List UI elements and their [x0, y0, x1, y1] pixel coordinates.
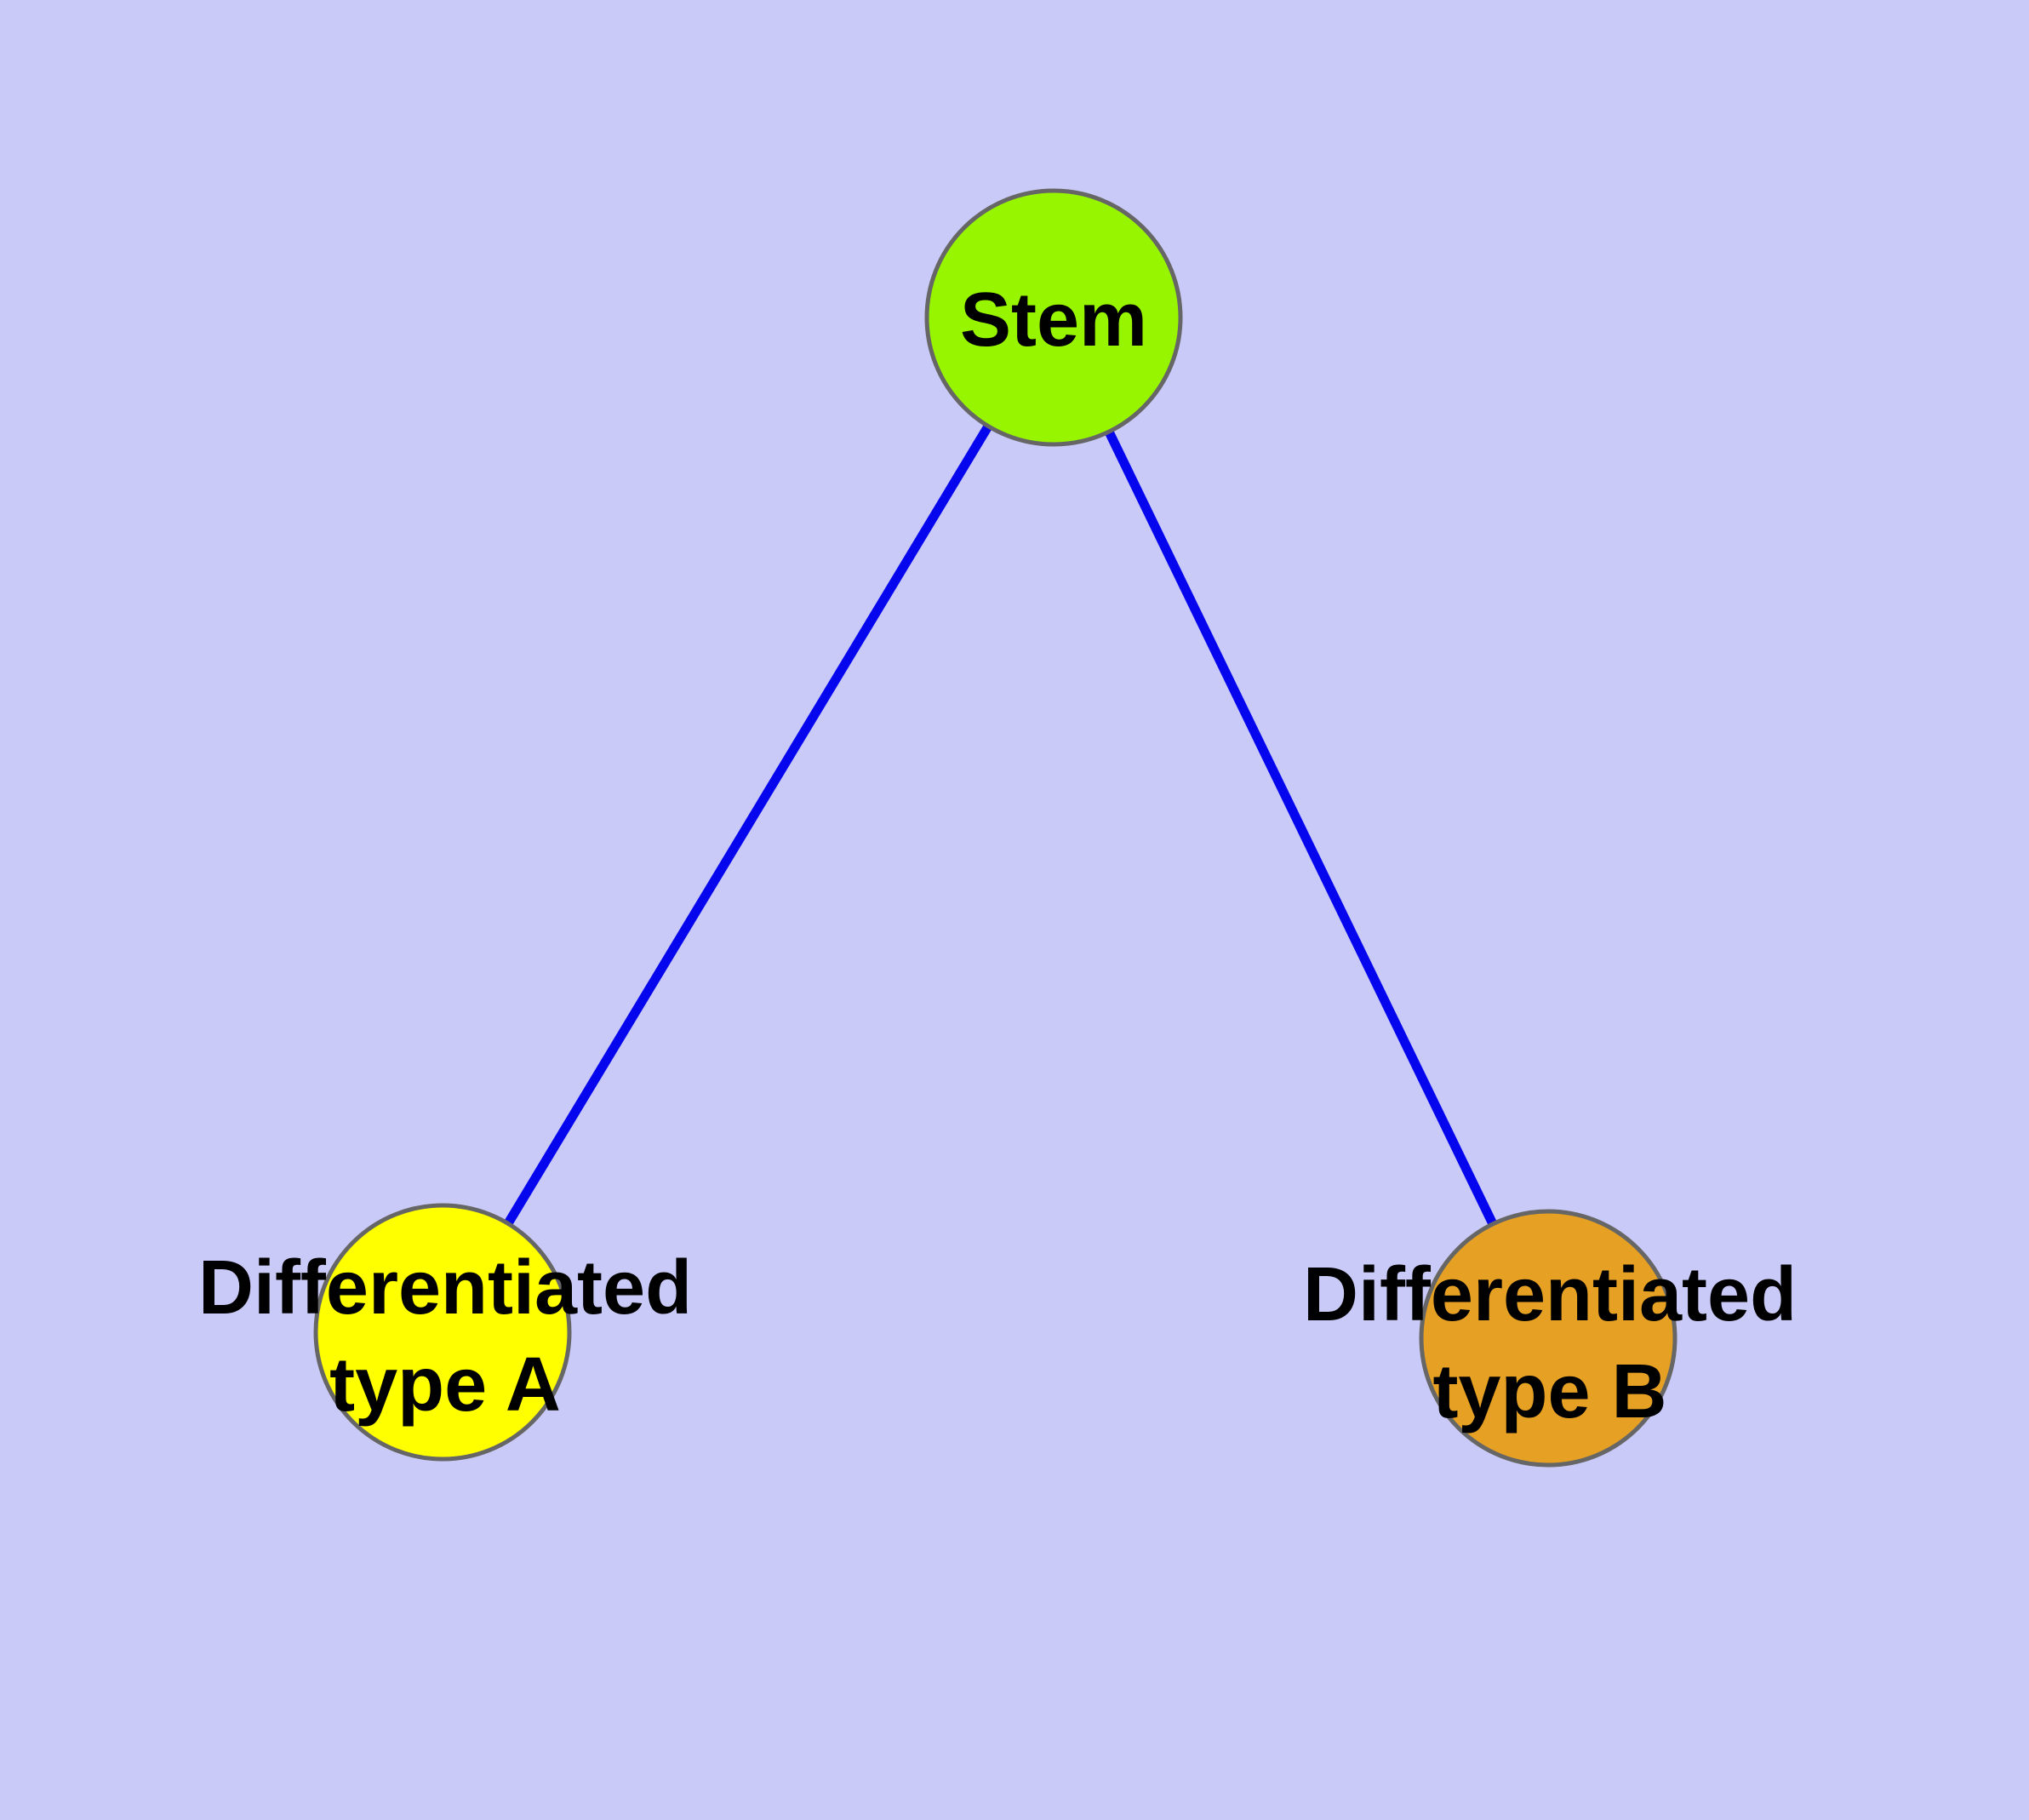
node-differentiated-type-b-circle — [1419, 1209, 1677, 1468]
edge-stem-to-type-a — [438, 315, 1058, 1335]
edge-stem-to-type-b — [1049, 315, 1552, 1341]
node-differentiated-type-a-circle — [313, 1203, 572, 1462]
node-stem-circle — [924, 188, 1183, 447]
